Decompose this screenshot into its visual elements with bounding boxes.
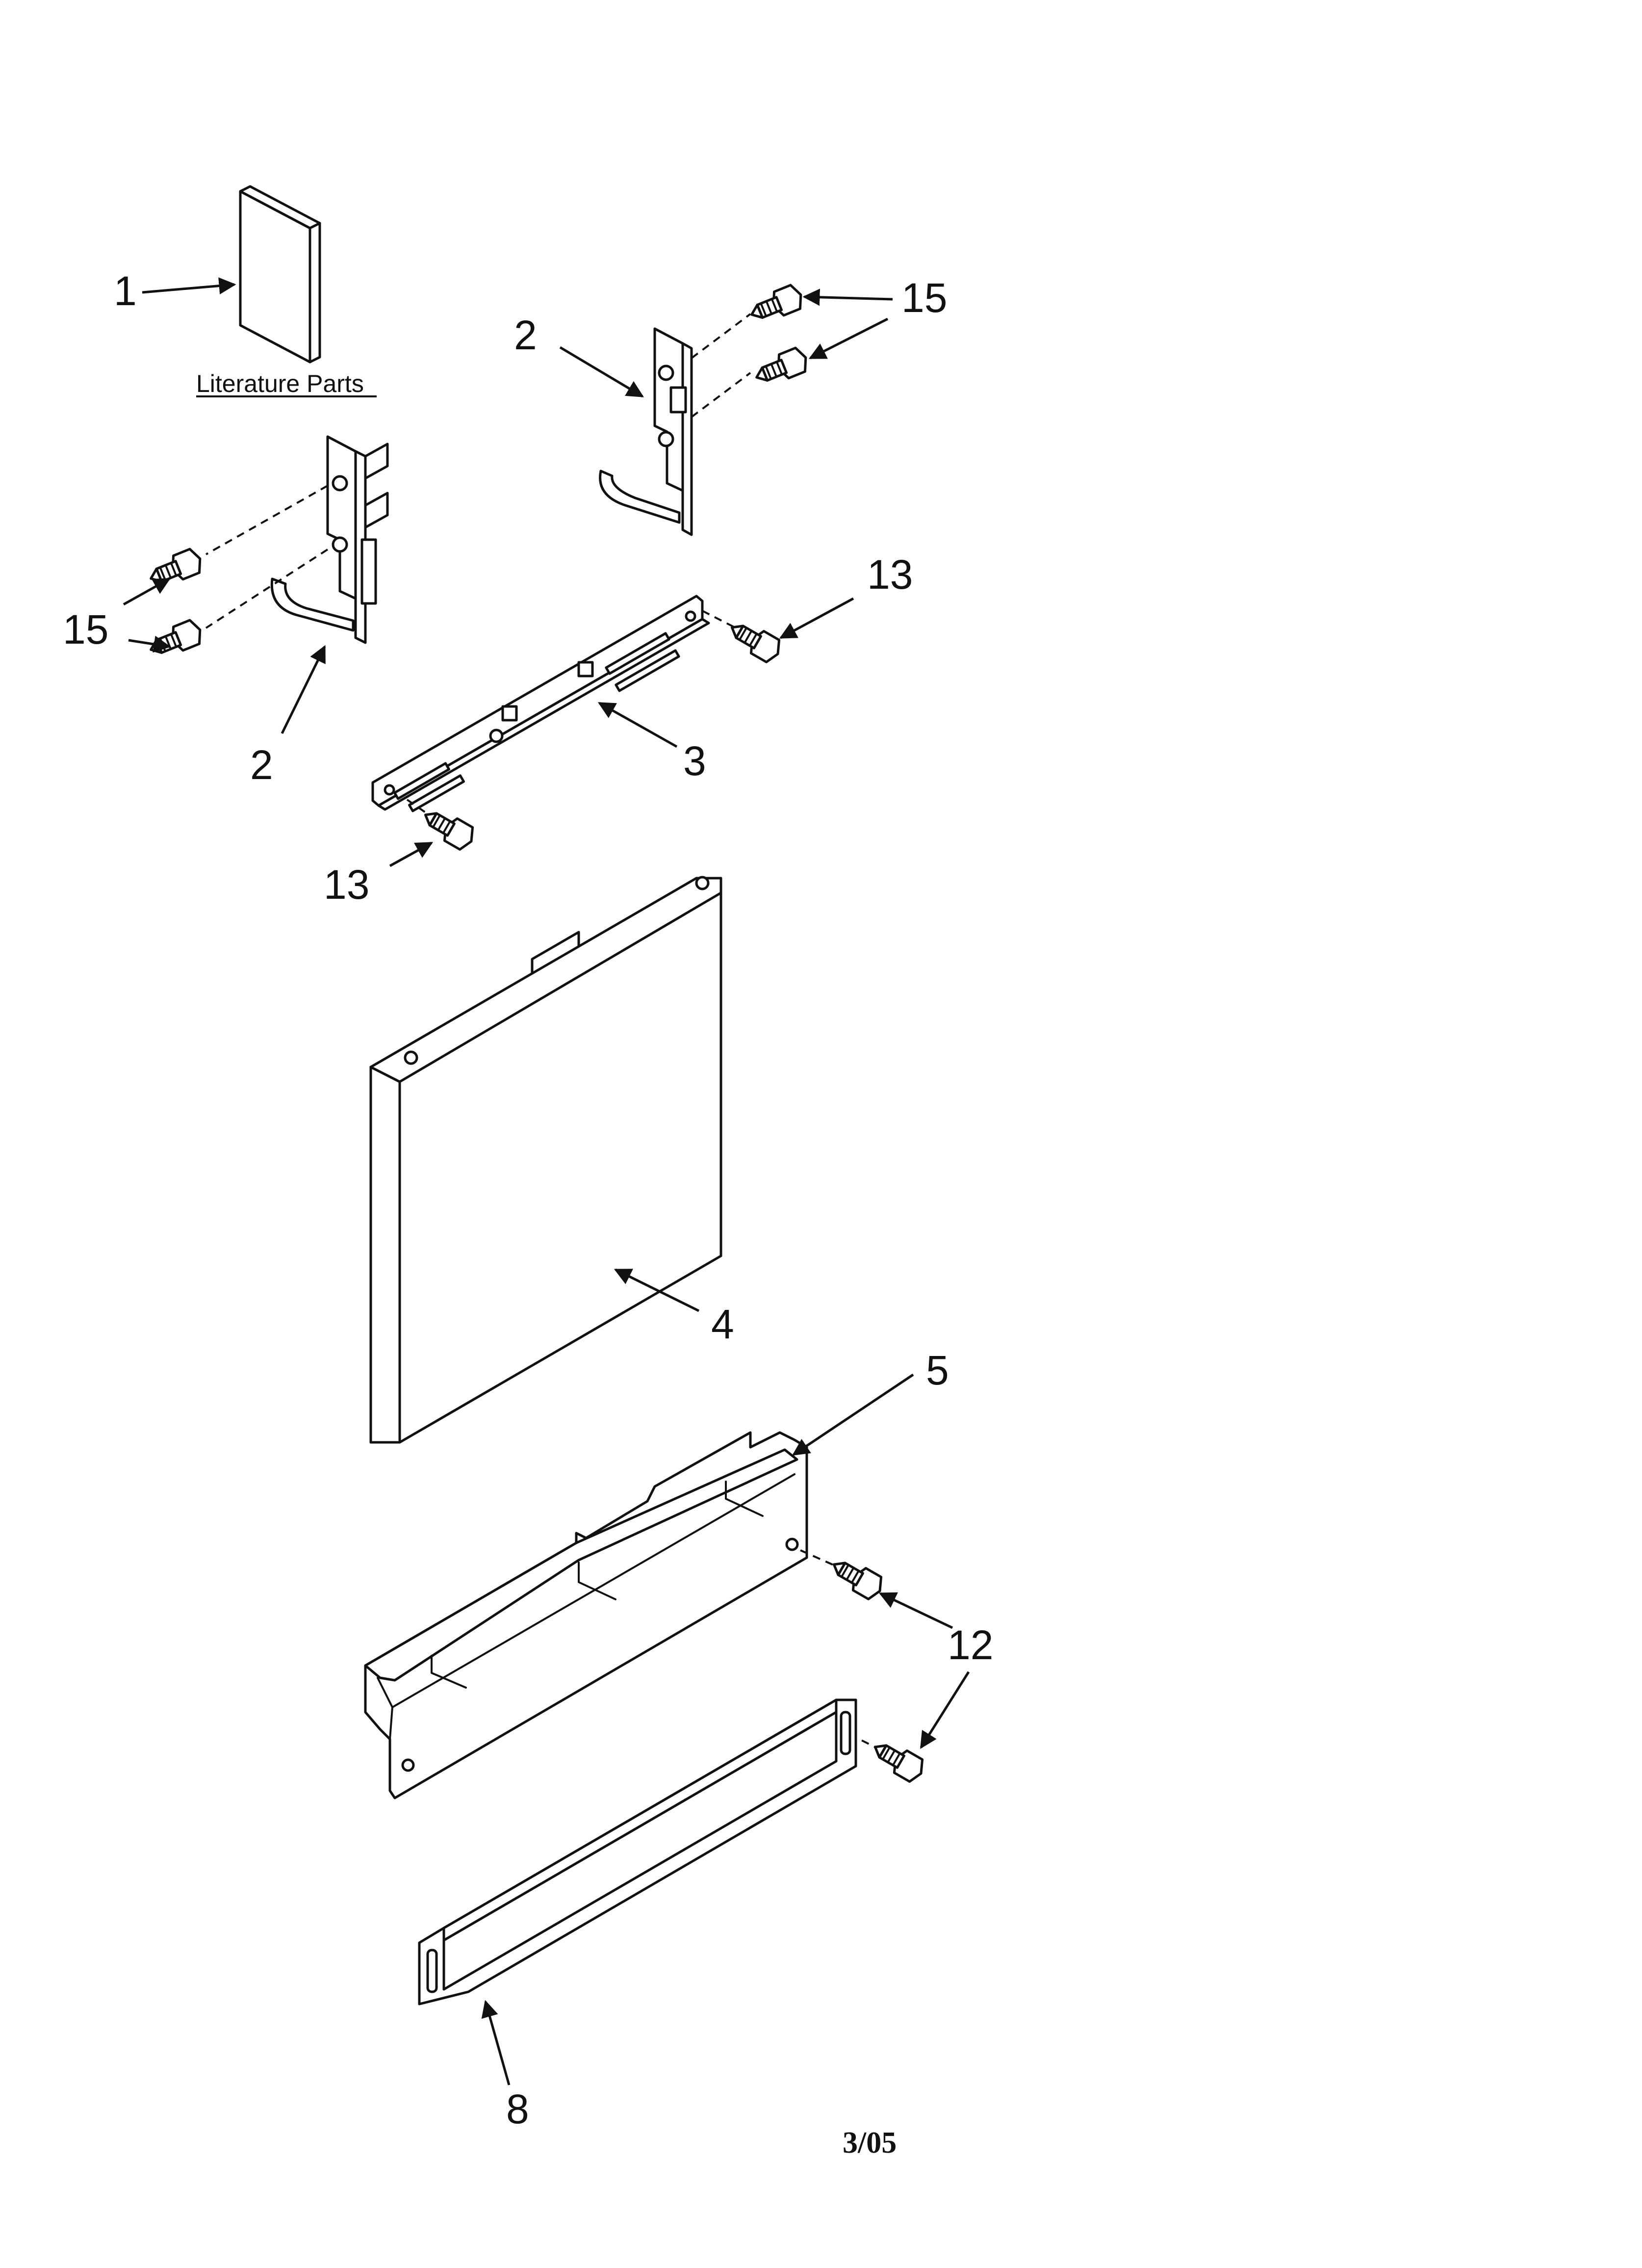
date-code: 3/05 [843, 2126, 897, 2160]
callout-1: 1 [114, 268, 137, 314]
callout-3: 3 [683, 738, 706, 784]
screw-12-upper [827, 1553, 886, 1602]
leader-2-right [559, 346, 644, 398]
screw-15-lower-a [146, 547, 205, 591]
kick-plate [418, 1698, 857, 2006]
leader-13-left [389, 841, 434, 867]
callout-2-right: 2 [514, 312, 537, 358]
hinge-bracket-left [270, 435, 389, 644]
screw-12-lower [869, 1736, 927, 1784]
leader-2-left [281, 645, 326, 734]
leader-15-lower-b [128, 635, 171, 653]
leader-13-right [779, 597, 854, 639]
leader-15-upper-b [808, 317, 889, 360]
callout-15-lower: 15 [63, 606, 108, 652]
leader-4 [614, 1268, 700, 1312]
callout-15-upper: 15 [901, 275, 947, 321]
leader-5 [792, 1373, 914, 1456]
door-panel [369, 876, 722, 1444]
screw-13-right [725, 616, 784, 665]
callout-4: 4 [711, 1301, 734, 1347]
leader-12-a [878, 1592, 953, 1629]
screw-15-lower-b [146, 618, 205, 662]
mounting-rail [371, 595, 710, 812]
literature-parts-booklet [239, 185, 321, 364]
leader-1 [142, 277, 236, 295]
screw-15-upper-b [752, 346, 811, 390]
callout-13-right: 13 [867, 551, 913, 598]
leader-8 [481, 2000, 511, 2086]
screw-15-upper-a [747, 283, 806, 327]
callout-2-left: 2 [250, 742, 273, 788]
callout-5: 5 [926, 1347, 949, 1393]
callout-12: 12 [948, 1622, 993, 1668]
leader-3 [597, 702, 678, 748]
literature-parts-label: Literature Parts [196, 370, 364, 397]
leader-15-upper-a [802, 288, 893, 306]
leader-15-lower-a [123, 577, 171, 606]
callout-8: 8 [506, 2086, 529, 2132]
toe-panel-bracket [364, 1431, 808, 1799]
leader-12-b [920, 1671, 970, 1749]
hinge-bracket-right [599, 327, 693, 536]
callout-13-left: 13 [324, 861, 369, 908]
